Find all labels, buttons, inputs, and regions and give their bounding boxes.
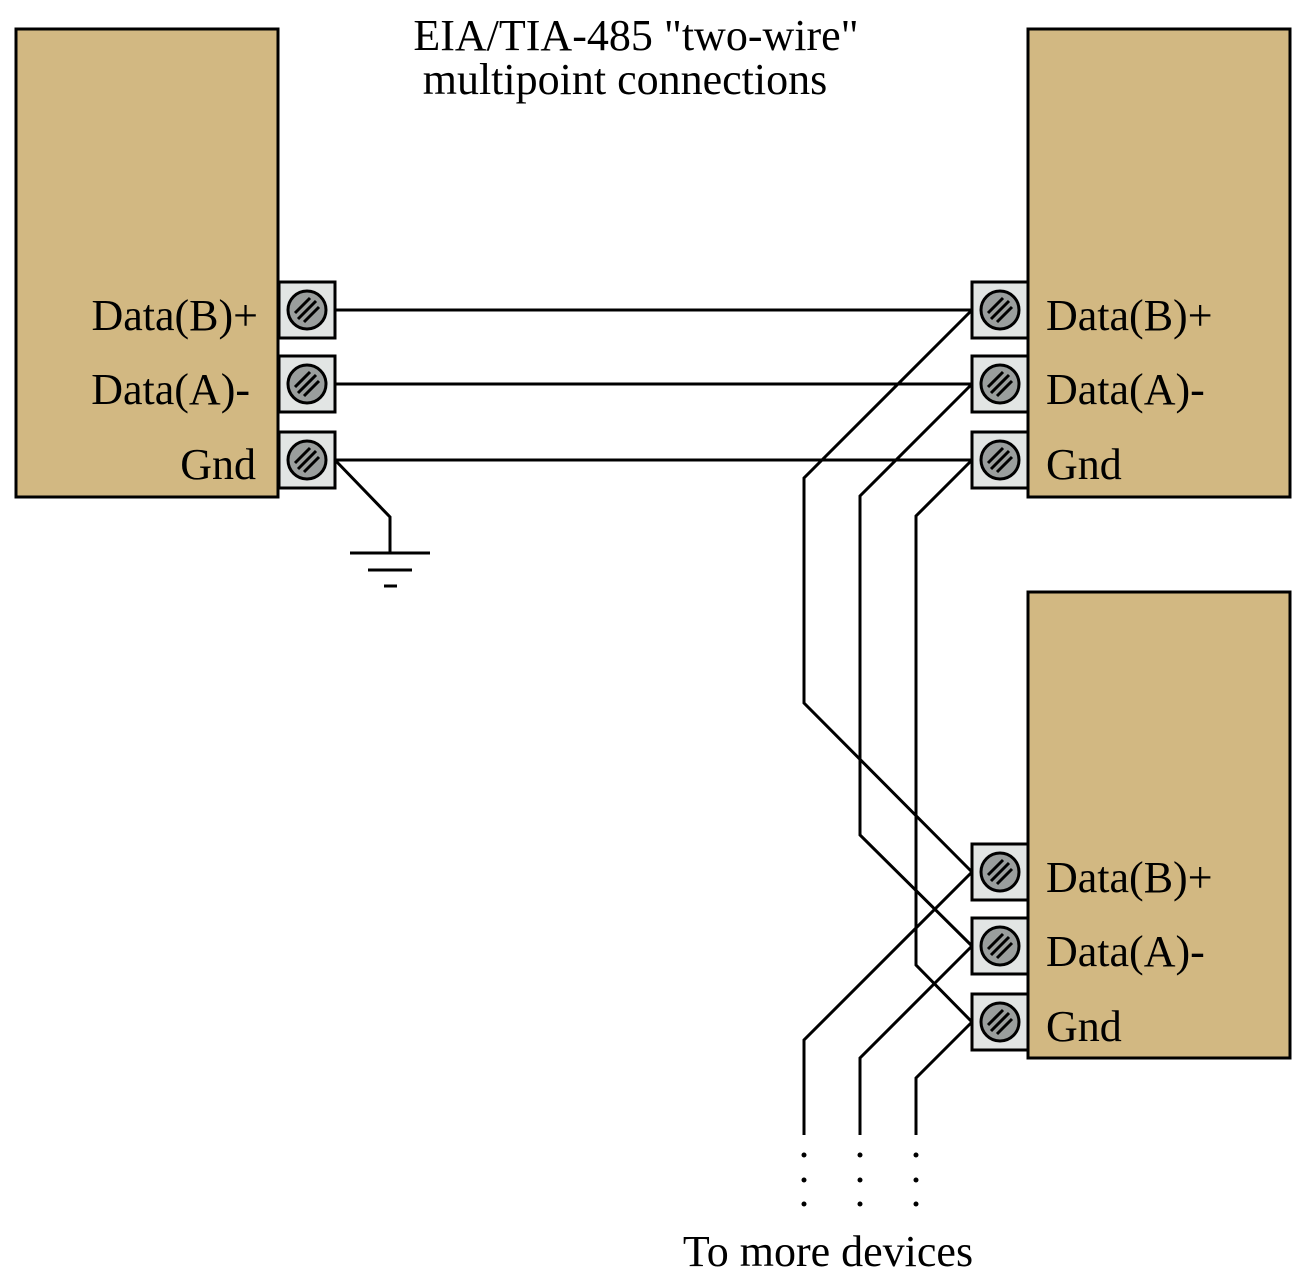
device-3-label-data-b: Data(B)+ — [1046, 853, 1213, 902]
to-more-devices-label: To more devices — [683, 1227, 973, 1276]
device-2-terminals — [970, 280, 1030, 490]
device-3-terminals — [970, 842, 1030, 1052]
device-2-box — [1026, 27, 1292, 499]
device-3-box — [1026, 590, 1292, 1060]
screw-terminal-icon — [970, 430, 1030, 490]
device-1-label-gnd: Gnd — [180, 440, 256, 489]
device-1-box — [14, 27, 280, 499]
screw-terminal-icon — [970, 280, 1030, 340]
wire-data-a-continue — [858, 944, 974, 1135]
diagram-title-line2: multipoint connections — [423, 55, 828, 104]
wire-data-b-continue — [802, 870, 974, 1135]
device-3-label-data-a: Data(A)- — [1046, 927, 1205, 976]
device-1-terminals — [277, 280, 337, 490]
wire-gnd-continue — [914, 1020, 974, 1135]
device-1-label-data-b: Data(B)+ — [91, 291, 258, 340]
device-1-label-data-a: Data(A)- — [91, 365, 250, 414]
device-3-label-gnd: Gnd — [1046, 1002, 1122, 1051]
continuation-dots — [801, 1152, 919, 1207]
device-2-label-gnd: Gnd — [1046, 440, 1122, 489]
screw-terminal-icon — [970, 916, 1030, 976]
screw-terminal-icon — [970, 992, 1030, 1052]
screw-terminal-icon — [277, 430, 337, 490]
earth-ground-icon — [333, 458, 430, 588]
screw-terminal-icon — [970, 354, 1030, 414]
screw-terminal-icon — [277, 280, 337, 340]
screw-terminal-icon — [277, 354, 337, 414]
device-2-label-data-b: Data(B)+ — [1046, 291, 1213, 340]
screw-terminal-icon — [970, 842, 1030, 902]
wire-gnd-drop — [914, 458, 974, 1024]
device-2-label-data-a: Data(A)- — [1046, 365, 1205, 414]
wire-data-b-drop — [802, 308, 974, 874]
diagram-title-line1: EIA/TIA-485 "two-wire" — [413, 11, 858, 60]
